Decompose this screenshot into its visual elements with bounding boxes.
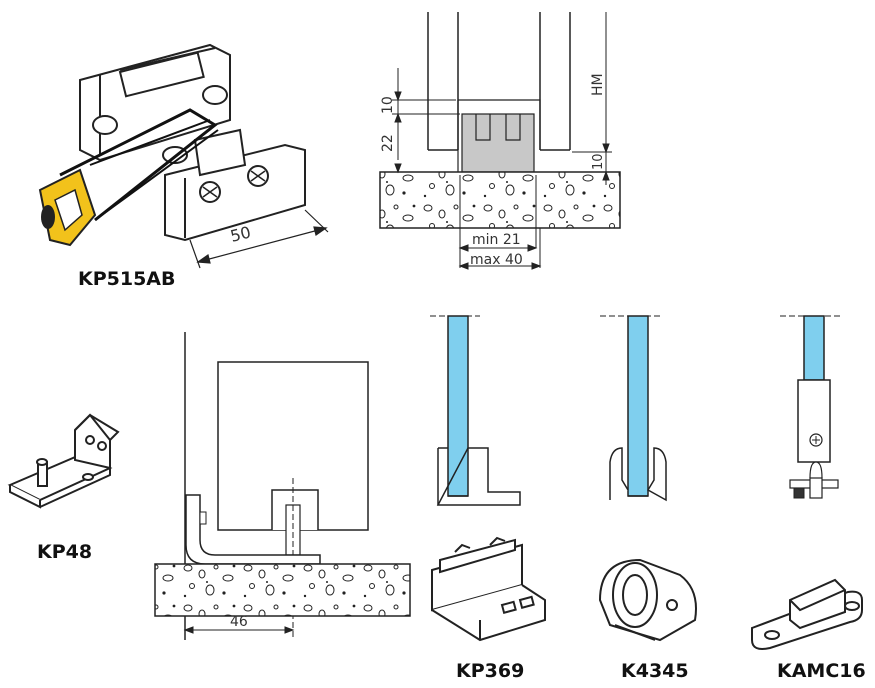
gap-top-value: 10 <box>380 96 396 114</box>
depth-value: 22 <box>380 134 396 152</box>
saw-handle <box>38 168 97 247</box>
kamc16-illustration <box>751 578 863 650</box>
floor-offset-value: 10 <box>591 153 606 170</box>
saw-width-dimension <box>189 209 329 269</box>
saw-width-value: 50 <box>228 223 252 246</box>
floor-guide-section <box>379 12 621 270</box>
kp48-illustration <box>7 413 120 509</box>
bracket-section <box>154 332 411 640</box>
product-label-kp515ab: KP515AB <box>78 268 176 290</box>
kamc16-section <box>780 315 840 499</box>
kp369-section <box>430 315 521 506</box>
product-label-kamc16: KAMC16 <box>777 660 866 682</box>
k4345-illustration <box>598 558 697 642</box>
hm-value: HM <box>590 73 606 96</box>
product-label-kp48: KP48 <box>37 541 93 563</box>
product-label-k4345: K4345 <box>621 660 689 682</box>
min-width-value: min 21 <box>472 232 521 248</box>
bracket-offset-value: 46 <box>230 614 248 630</box>
max-width-value: max 40 <box>470 252 523 268</box>
kp369-illustration <box>431 536 546 642</box>
kp515ab-illustration <box>59 43 306 242</box>
k4345-section <box>600 315 667 502</box>
product-label-kp369: KP369 <box>456 660 525 682</box>
